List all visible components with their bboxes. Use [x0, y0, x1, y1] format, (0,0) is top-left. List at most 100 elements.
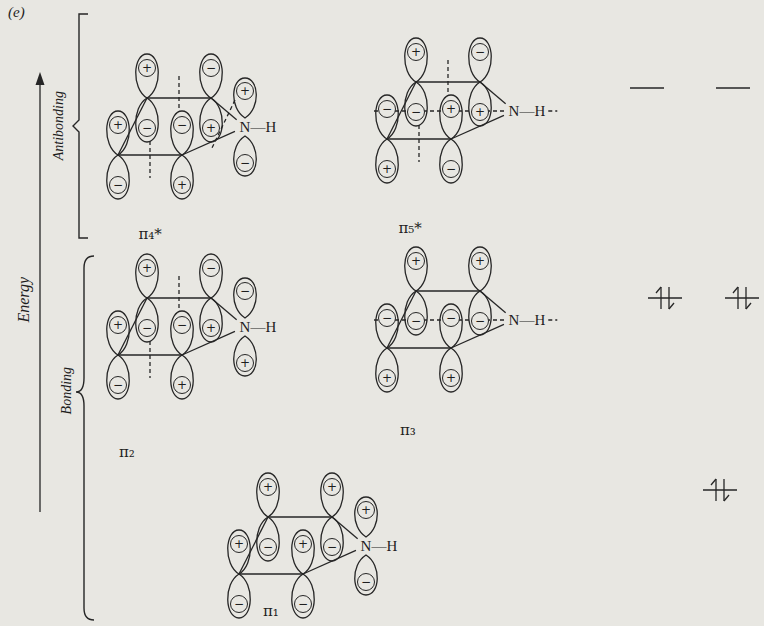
- p-orbital-lobe: [234, 78, 257, 118]
- p-orbital-lobe: [200, 254, 223, 298]
- p-orbital-lobe: [200, 54, 223, 98]
- electron-up: [737, 287, 738, 309]
- sign-text: −: [206, 62, 216, 74]
- nodal-plane: [178, 276, 179, 312]
- p-orbital-lobe: [171, 155, 194, 199]
- sign-text: +: [177, 379, 187, 391]
- group-label: Bonding: [59, 366, 74, 413]
- energy-arrowhead: [36, 72, 45, 85]
- sign-text: +: [446, 103, 456, 115]
- energy-axis: [39, 82, 40, 512]
- orbital-label: π₄*: [139, 226, 162, 243]
- antibonding-bracket: [73, 14, 88, 238]
- energy-level: [725, 297, 759, 298]
- sign-text: +: [411, 46, 421, 58]
- ring-bond: [387, 347, 451, 348]
- phase-sign: −: [442, 309, 460, 327]
- phase-sign: +: [236, 354, 254, 372]
- sign-text: −: [411, 315, 421, 327]
- p-orbital-lobe: [292, 574, 315, 618]
- phase-sign: +: [259, 478, 277, 496]
- nodal-plane: [149, 141, 150, 178]
- phase-sign: −: [109, 176, 127, 194]
- phase-sign: −: [202, 59, 220, 77]
- phase-sign: +: [378, 160, 396, 178]
- phase-sign: −: [294, 595, 312, 613]
- nodal-plane: [149, 341, 150, 378]
- nodal-plane: [447, 60, 448, 96]
- sign-text: +: [234, 538, 244, 550]
- phase-sign: −: [202, 259, 220, 277]
- p-orbital-lobe: [234, 278, 257, 318]
- phase-sign: +: [471, 103, 489, 121]
- electron-down: [668, 287, 669, 309]
- sign-text: −: [113, 379, 123, 391]
- sign-text: −: [475, 46, 485, 58]
- sign-text: +: [361, 504, 371, 516]
- sign-text: −: [177, 319, 187, 331]
- p-orbital-lobe: [234, 336, 257, 376]
- phase-sign: +: [230, 535, 248, 553]
- phase-sign: −: [323, 538, 341, 556]
- ring-bond: [480, 291, 506, 313]
- sign-text: +: [298, 538, 308, 550]
- phase-sign: +: [202, 119, 220, 137]
- bonding-brace: [76, 256, 94, 620]
- p-orbital-lobe: [228, 530, 251, 574]
- phase-sign: +: [323, 478, 341, 496]
- energy-level: [716, 87, 750, 88]
- orbital-label: π₃: [400, 422, 416, 439]
- phase-sign: −: [471, 43, 489, 61]
- phase-sign: +: [407, 252, 425, 270]
- phase-sign: +: [471, 252, 489, 270]
- phase-sign: −: [173, 316, 191, 334]
- p-orbital-lobe: [376, 139, 399, 183]
- sign-text: +: [411, 255, 421, 267]
- sign-text: −: [298, 598, 308, 610]
- sign-text: +: [142, 262, 152, 274]
- p-orbital-lobe: [136, 298, 159, 342]
- sign-text: +: [206, 322, 216, 334]
- phase-sign: −: [109, 376, 127, 394]
- energy-level: [630, 87, 664, 88]
- phase-sign: −: [442, 160, 460, 178]
- phase-sign: +: [407, 43, 425, 61]
- p-orbital-lobe: [292, 530, 315, 574]
- sign-text: +: [142, 62, 152, 74]
- phase-sign: +: [138, 259, 156, 277]
- phase-sign: −: [378, 100, 396, 118]
- phase-sign: −: [259, 538, 277, 556]
- phase-sign: +: [378, 369, 396, 387]
- p-orbital-lobe: [405, 38, 428, 82]
- p-orbital-lobe: [171, 311, 194, 355]
- electron-down: [746, 303, 751, 309]
- phase-sign: +: [442, 100, 460, 118]
- p-orbital-lobe: [257, 473, 280, 517]
- electron-down: [745, 287, 746, 309]
- p-orbital-lobe: [107, 311, 130, 355]
- sign-text: −: [240, 157, 250, 169]
- ring-bond: [211, 98, 237, 120]
- sign-text: +: [177, 179, 187, 191]
- sign-text: +: [206, 122, 216, 134]
- sign-text: −: [327, 541, 337, 553]
- electron-down: [669, 303, 674, 309]
- sign-text: +: [113, 119, 123, 131]
- phase-sign: −: [138, 319, 156, 337]
- axis-label: Energy: [15, 277, 33, 323]
- energy-level: [648, 297, 682, 298]
- sign-text: −: [240, 285, 250, 297]
- p-orbital-lobe: [107, 111, 130, 155]
- p-orbital-lobe: [321, 473, 344, 517]
- nodal-plane: [548, 319, 557, 320]
- sign-text: −: [361, 576, 371, 588]
- orbital-label: π₁: [263, 603, 279, 620]
- nodal-plane: [178, 76, 179, 112]
- sign-text: −: [446, 312, 456, 324]
- nodal-plane: [548, 110, 557, 111]
- electron-down: [724, 495, 729, 501]
- sign-text: +: [263, 481, 273, 493]
- sign-text: −: [142, 122, 152, 134]
- sign-text: −: [113, 179, 123, 191]
- electron-up: [733, 287, 738, 293]
